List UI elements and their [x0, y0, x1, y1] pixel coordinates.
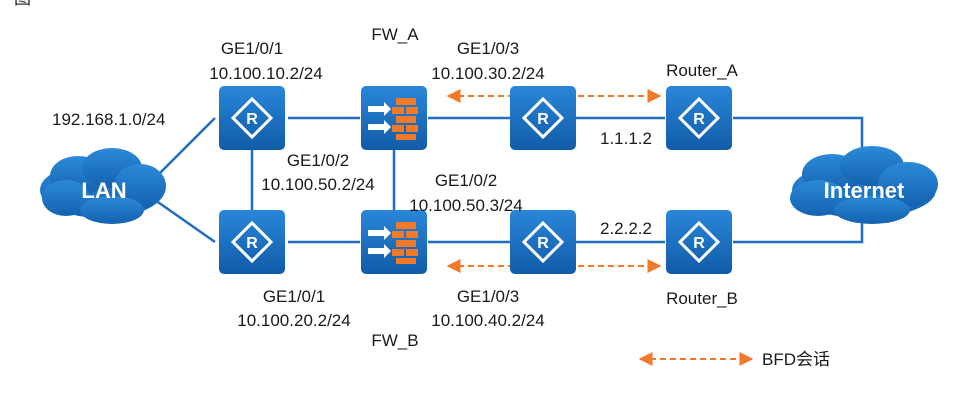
- left-mid-interface: GE1/0/2: [287, 151, 349, 170]
- fw-a-label: FW_A: [371, 25, 419, 44]
- cloud-icon: [790, 146, 938, 224]
- router-icon: [217, 208, 287, 276]
- router-icon: [508, 84, 578, 152]
- top-left-ip: 10.100.10.2/24: [209, 64, 322, 83]
- internet-label: Internet: [824, 178, 905, 203]
- lan-subnet-label: 192.168.1.0/24: [52, 110, 165, 129]
- router-b-label: Router_B: [666, 289, 738, 308]
- fw-b-label: FW_B: [371, 331, 418, 350]
- top-mid-interface: GE1/0/3: [457, 39, 519, 58]
- firewall-icon: [361, 210, 427, 274]
- cloud-icon: [40, 148, 166, 224]
- internet-cloud: Internet: [790, 146, 938, 224]
- router-b-ip: 2.2.2.2: [600, 219, 652, 238]
- top-left-interface: GE1/0/1: [221, 39, 283, 58]
- bottom-left-interface: GE1/0/1: [263, 287, 325, 306]
- legend-bfd-label: BFD会话: [762, 350, 830, 369]
- router-a-ip: 1.1.1.2: [600, 129, 652, 148]
- router-icon: [664, 84, 734, 152]
- firewall-icon: [361, 86, 427, 150]
- link-lan-r1: [154, 117, 216, 179]
- right-mid-ip: 10.100.50.3/24: [409, 196, 522, 215]
- lan-label: LAN: [81, 178, 126, 203]
- lan-cloud: LAN: [40, 148, 166, 224]
- bottom-mid-ip: 10.100.40.2/24: [431, 311, 544, 330]
- figure-caption-fragment: 图: [14, 0, 31, 8]
- legend: BFD会话: [638, 350, 830, 369]
- router-icon: [217, 84, 287, 152]
- router-a-label: Router_A: [666, 61, 738, 80]
- bottom-left-ip: 10.100.20.2/24: [237, 311, 350, 330]
- right-mid-interface: GE1/0/2: [435, 171, 497, 190]
- top-mid-ip: 10.100.30.2/24: [431, 64, 544, 83]
- link-lan-r2: [154, 198, 216, 244]
- router-icon: [508, 208, 578, 276]
- bottom-mid-interface: GE1/0/3: [457, 287, 519, 306]
- router-icon: [664, 208, 734, 276]
- left-mid-ip: 10.100.50.2/24: [261, 175, 374, 194]
